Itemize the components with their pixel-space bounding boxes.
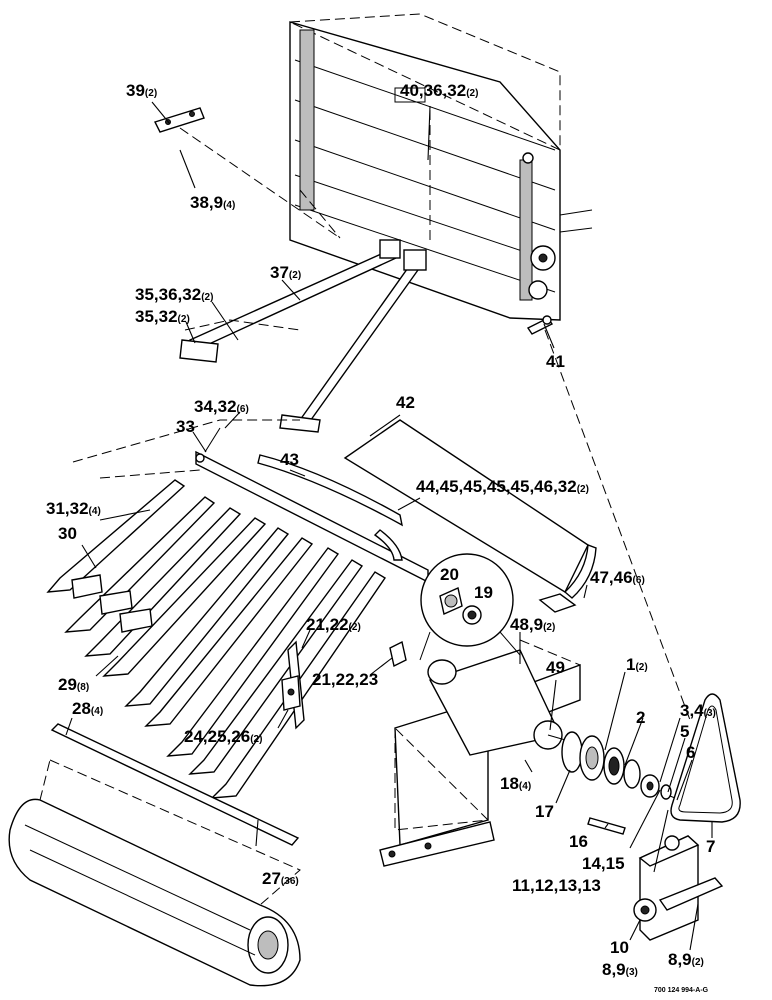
v-belt [670, 693, 741, 823]
deflector-shield [343, 419, 597, 599]
drum-roll [8, 759, 301, 987]
callout-47-46: 47,46(6) [590, 568, 645, 587]
spring-rod [257, 454, 403, 561]
callout-20: 20 [440, 565, 459, 584]
guide-lines [72, 110, 691, 721]
small-mounts [154, 107, 554, 335]
callout-30: 30 [58, 524, 77, 543]
callout-40-36-32: 40,36,32(2) [400, 81, 478, 100]
callout-38-9: 38,9(4) [190, 193, 235, 212]
callout-2: 2 [636, 708, 645, 727]
callout-33: 33 [176, 417, 195, 436]
callout-48-9: 48,9(2) [510, 615, 555, 634]
callout-37: 37(2) [270, 263, 301, 282]
callout-24-25-26: 24,25,26(2) [184, 727, 262, 746]
callout-42: 42 [396, 393, 415, 412]
callout-18: 18(4) [500, 774, 531, 793]
callout-28: 28(4) [72, 699, 103, 718]
callout-41: 41 [546, 352, 565, 371]
callout-34-32: 34,32(6) [194, 397, 249, 416]
callout-11-12-13: 11,12,13,13 [512, 876, 601, 895]
roller-shaft [427, 649, 601, 756]
callout-17: 17 [535, 802, 554, 821]
callout-44-45-46-32: 44,45,45,45,45,46,32(2) [416, 477, 589, 496]
upper-header-assembly [179, 13, 593, 321]
callout-43: 43 [280, 450, 299, 469]
callout-19: 19 [474, 583, 493, 602]
gearbox-housing [633, 835, 724, 941]
leader-lines [65, 101, 713, 951]
callout-21-22-23: 21,22,23 [312, 670, 378, 689]
callout-8-9-a: 8,9(2) [668, 950, 704, 969]
callout-6: 6 [686, 743, 695, 762]
callout-5: 5 [680, 722, 689, 741]
callout-14-15: 14,15 [582, 854, 625, 873]
side-bracket [281, 640, 407, 730]
callout-7: 7 [706, 837, 715, 856]
callout-35-32: 35,32(2) [135, 307, 190, 326]
bearing-stack [561, 731, 686, 803]
callout-16: 16 [569, 832, 588, 851]
callout-27: 27(36) [262, 869, 299, 888]
callout-labels: 39(2) 40,36,32(2) 38,9(4) 37(2) 35,36,32… [46, 81, 716, 994]
side-arm-rods [179, 239, 427, 433]
callout-3-4: 3,4(3) [680, 701, 716, 720]
callout-29: 29(8) [58, 675, 89, 694]
strip-bar [50, 723, 300, 846]
callout-10: 10 [610, 938, 629, 957]
callout-21-22: 21,22(2) [306, 615, 361, 634]
callout-49: 49 [546, 658, 565, 677]
callout-39: 39(2) [126, 81, 157, 100]
callout-35-36-32: 35,36,32(2) [135, 285, 213, 304]
callout-31-32: 31,32(4) [46, 499, 101, 518]
callout-1: 1(2) [626, 655, 648, 674]
detail-magnifier [419, 553, 521, 661]
drawing-number: 700 124 994-A-G [654, 987, 709, 994]
callout-8-9-b: 8,9(3) [602, 960, 638, 979]
